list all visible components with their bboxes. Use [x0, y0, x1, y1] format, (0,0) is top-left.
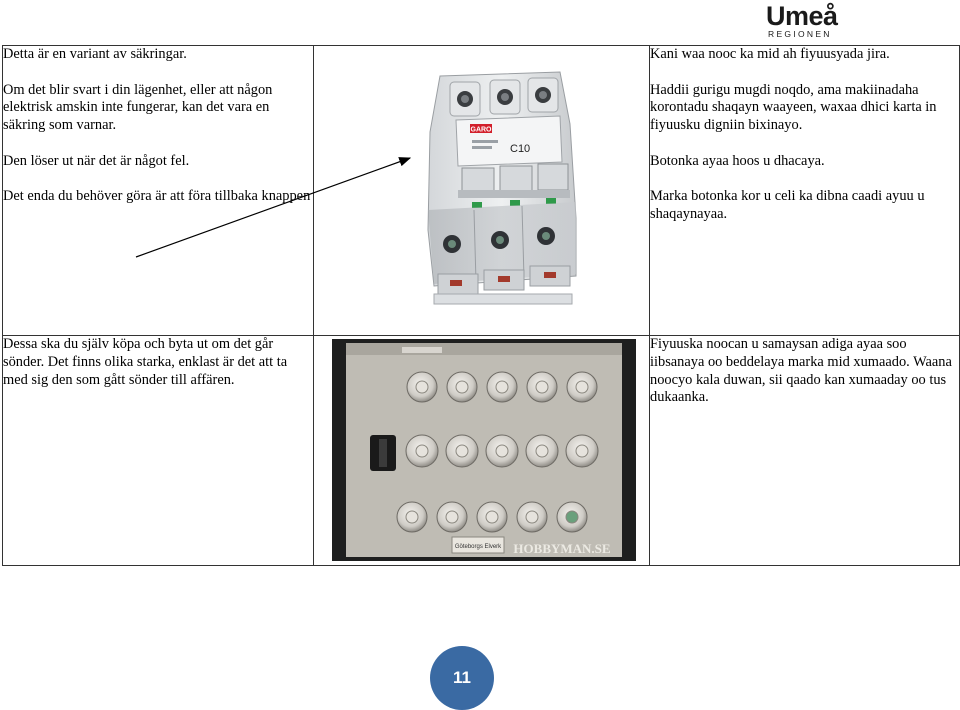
- logo-wordmark: Umeå: [766, 1, 838, 31]
- panel-plate-text: Göteborgs Elverk: [455, 544, 502, 550]
- umea-regionen-logo: Umeå REGIONEN: [766, 2, 852, 40]
- fuse-row-3: [396, 501, 588, 533]
- somali-paragraph: Fiyuuska noocan u samaysan adiga ayaa so…: [650, 336, 952, 406]
- somali-paragraph: Kani waa nooc ka mid ah fiyuusyada jira.: [650, 46, 890, 62]
- swedish-paragraph: Det enda du behöver göra är att föra til…: [3, 188, 311, 205]
- pointer-arrow: [135, 157, 412, 258]
- swedish-paragraph: Om det blir svart i din lägenhet, eller …: [3, 81, 273, 134]
- table-row: Dessa ska du själv köpa och byta ut om d…: [2, 335, 960, 566]
- fuse-panel-illustration: Göteborgs Elverk HOBBYMAN.SE: [332, 339, 636, 561]
- somali-paragraph: Botonka ayaa hoos u dhacaya.: [650, 152, 825, 169]
- breaker-brand-text: GARO: [471, 127, 493, 134]
- watermark-text: HOBBYMAN.SE: [513, 541, 610, 556]
- swedish-paragraph: Den löser ut när det är något fel.: [3, 152, 190, 169]
- somali-text-cell: Kani waa nooc ka mid ah fiyuusyada jira.…: [649, 45, 960, 336]
- content-table: Detta är en variant av säkringar. Om det…: [2, 45, 960, 566]
- fuse-row-2: [405, 434, 599, 468]
- somali-text-cell: Fiyuuska noocan u samaysan adiga ayaa so…: [649, 335, 960, 566]
- swedish-paragraph: Detta är en variant av säkringar.: [3, 46, 187, 62]
- fuse-row-1: [406, 371, 598, 403]
- swedish-paragraph: Dessa ska du själv köpa och byta ut om d…: [3, 336, 288, 388]
- circuit-breaker-image: GARO C10: [394, 62, 584, 310]
- circuit-breaker-illustration: GARO C10: [427, 71, 577, 305]
- logo-subtitle: REGIONEN: [768, 29, 832, 39]
- breaker-image-cell: GARO C10: [313, 45, 650, 336]
- table-row: Detta är en variant av säkringar. Om det…: [2, 45, 960, 336]
- swedish-text-cell: Dessa ska du själv köpa och byta ut om d…: [2, 335, 314, 566]
- somali-paragraph: Marka botonka kor u celi ka dibna caadi …: [650, 188, 925, 223]
- fuse-panel-image-cell: Göteborgs Elverk HOBBYMAN.SE: [313, 335, 650, 566]
- somali-paragraph: Haddii gurigu mugdi noqdo, ama makiinada…: [650, 81, 937, 134]
- page-number-badge: 11: [430, 646, 494, 710]
- fuse-panel-image: Göteborgs Elverk HOBBYMAN.SE: [332, 339, 636, 561]
- breaker-rating-text: C10: [510, 143, 530, 155]
- swedish-text-cell: Detta är en variant av säkringar. Om det…: [2, 45, 314, 336]
